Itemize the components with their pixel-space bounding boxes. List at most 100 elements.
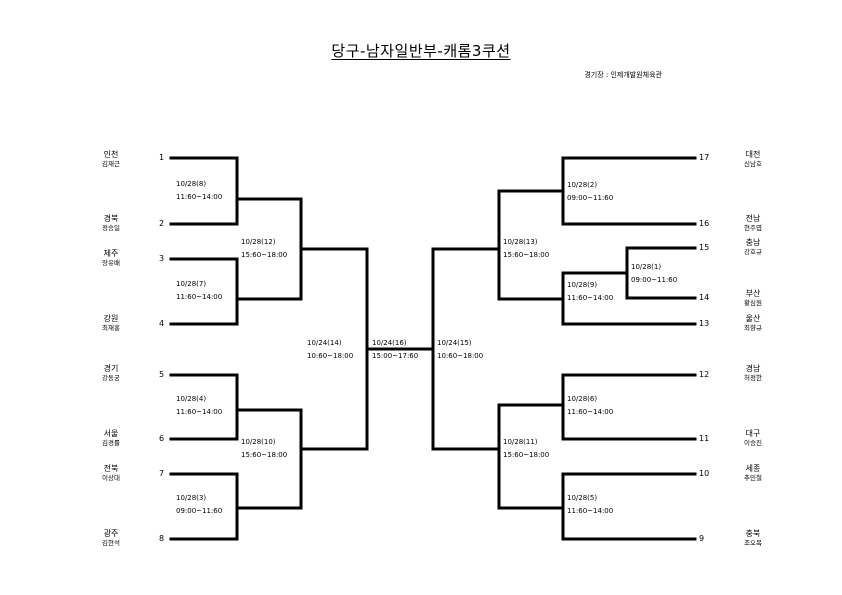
player-name: 장유배 bbox=[102, 259, 120, 267]
player-region: 부산 bbox=[745, 289, 761, 298]
match-time: 11:60~14:00 bbox=[176, 193, 223, 201]
player-left-6: 서울 김경률 bbox=[91, 429, 131, 448]
player-left-8: 광주 김현석 bbox=[91, 529, 131, 548]
player-region: 충북 bbox=[745, 529, 761, 538]
seed-number: 6 bbox=[159, 434, 165, 443]
match-label-5: 10/28(5) 11:60~14:00 bbox=[567, 492, 613, 518]
match-time: 09:00~11:60 bbox=[631, 276, 678, 284]
player-name: 정승일 bbox=[102, 224, 120, 232]
match-date: 10/28(11) bbox=[503, 438, 538, 446]
match-label-8: 10/28(8) 11:60~14:00 bbox=[176, 178, 222, 204]
player-name: 신남호 bbox=[744, 160, 762, 168]
bracket-line bbox=[169, 257, 239, 326]
match-date: 10/28(9) bbox=[567, 281, 598, 289]
bracket-line bbox=[497, 189, 565, 301]
match-date: 10/28(8) bbox=[176, 180, 207, 188]
seed-number: 8 bbox=[159, 534, 165, 543]
bracket-line bbox=[561, 373, 697, 441]
seed-number: 14 bbox=[699, 293, 710, 302]
match-label-2: 10/28(2) 09:00~11:60 bbox=[567, 179, 613, 205]
player-name: 최재홍 bbox=[102, 324, 120, 332]
seed-number: 1 bbox=[159, 153, 165, 162]
seed-number: 5 bbox=[159, 370, 165, 379]
match-label-3: 10/28(3) 09:00~11:60 bbox=[176, 492, 222, 518]
match-time: 11:60~14:00 bbox=[567, 408, 614, 416]
match-date: 10/28(1) bbox=[631, 263, 662, 271]
seed-number: 17 bbox=[699, 153, 710, 162]
match-time: 15:60~18:00 bbox=[503, 251, 550, 259]
match-time: 10:60~18:00 bbox=[307, 352, 354, 360]
seed-number: 3 bbox=[159, 254, 165, 263]
player-region: 대전 bbox=[745, 150, 761, 159]
player-left-5: 경기 강동궁 bbox=[91, 364, 131, 383]
match-time: 11:60~14:00 bbox=[567, 507, 614, 515]
match-label-12: 10/28(12) 15:60~18:00 bbox=[241, 236, 287, 262]
bracket-line bbox=[431, 247, 501, 451]
player-name: 김현석 bbox=[102, 539, 120, 547]
venue-label: 경기장 : 인제개발원체육관 bbox=[584, 71, 662, 79]
player-region: 경기 bbox=[103, 364, 119, 373]
match-label-6: 10/28(6) 11:60~14:00 bbox=[567, 393, 613, 419]
match-date: 10/28(5) bbox=[567, 494, 598, 502]
seed-number: 4 bbox=[159, 319, 165, 328]
bracket-line bbox=[235, 408, 303, 510]
player-name: 추민철 bbox=[744, 474, 762, 482]
player-right-14: 부산 황심원 bbox=[733, 289, 773, 308]
player-name: 강호규 bbox=[744, 248, 762, 256]
seed-number: 16 bbox=[699, 219, 710, 228]
player-name: 김경률 bbox=[102, 439, 120, 447]
match-date: 10/28(12) bbox=[241, 238, 276, 246]
player-right-10: 세종 추민철 bbox=[733, 464, 773, 483]
match-label-16: 10/24(16) 15:00~17:60 bbox=[372, 337, 418, 363]
seed-number: 10 bbox=[699, 469, 710, 478]
bracket-line bbox=[625, 246, 697, 300]
bracket-line bbox=[169, 156, 239, 226]
match-label-9: 10/28(9) 11:60~14:00 bbox=[567, 279, 613, 305]
player-left-3: 제주 장유배 bbox=[91, 249, 131, 268]
match-date: 10/28(3) bbox=[176, 494, 207, 502]
match-time: 09:00~11:60 bbox=[176, 507, 223, 515]
bracket-line bbox=[561, 156, 697, 226]
match-label-10: 10/28(10) 15:60~18:00 bbox=[241, 436, 287, 462]
page-title: 당구-남자일반부-캐롬3쿠션 bbox=[331, 42, 511, 60]
match-date: 10/28(6) bbox=[567, 395, 598, 403]
player-region: 세종 bbox=[745, 464, 761, 473]
match-date: 10/28(4) bbox=[176, 395, 207, 403]
player-right-17: 대전 신남호 bbox=[733, 150, 773, 169]
player-region: 경남 bbox=[745, 364, 761, 373]
match-date: 10/28(2) bbox=[567, 181, 598, 189]
player-name: 허정한 bbox=[744, 374, 762, 382]
match-date: 10/28(13) bbox=[503, 238, 538, 246]
player-right-9: 충북 조오복 bbox=[733, 529, 773, 548]
match-time: 15:00~17:60 bbox=[372, 352, 419, 360]
seed-number: 2 bbox=[159, 219, 165, 228]
match-label-13: 10/28(13) 15:60~18:00 bbox=[503, 236, 549, 262]
player-right-11: 대구 이승진 bbox=[733, 429, 773, 448]
bracket-line bbox=[561, 472, 697, 541]
player-name: 최향규 bbox=[744, 324, 762, 332]
match-time: 09:00~11:60 bbox=[567, 194, 614, 202]
player-region: 광주 bbox=[103, 529, 119, 538]
player-region: 강원 bbox=[103, 314, 119, 323]
player-region: 전남 bbox=[745, 214, 761, 223]
match-label-7: 10/28(7) 11:60~14:00 bbox=[176, 278, 222, 304]
player-region: 경북 bbox=[103, 214, 119, 223]
player-region: 대구 bbox=[745, 429, 761, 438]
match-label-11: 10/28(11) 15:60~18:00 bbox=[503, 436, 549, 462]
seed-number: 9 bbox=[699, 534, 705, 543]
player-name: 황심원 bbox=[744, 299, 762, 307]
player-right-16: 전남 현주엽 bbox=[733, 214, 773, 233]
player-left-4: 강원 최재홍 bbox=[91, 314, 131, 333]
player-name: 강동궁 bbox=[102, 374, 120, 382]
player-region: 울산 bbox=[745, 314, 761, 323]
player-left-1: 인천 김재근 bbox=[91, 150, 131, 169]
match-time: 15:60~18:00 bbox=[241, 451, 288, 459]
match-label-14: 10/24(14) 10:60~18:00 bbox=[307, 337, 353, 363]
match-date: 10/24(15) bbox=[437, 339, 472, 347]
player-name: 김재근 bbox=[102, 160, 120, 168]
match-date: 10/24(16) bbox=[372, 339, 407, 347]
player-name: 조오복 bbox=[744, 539, 762, 547]
match-time: 15:60~18:00 bbox=[503, 451, 550, 459]
match-time: 11:60~14:00 bbox=[176, 408, 223, 416]
player-region: 서울 bbox=[103, 429, 119, 438]
